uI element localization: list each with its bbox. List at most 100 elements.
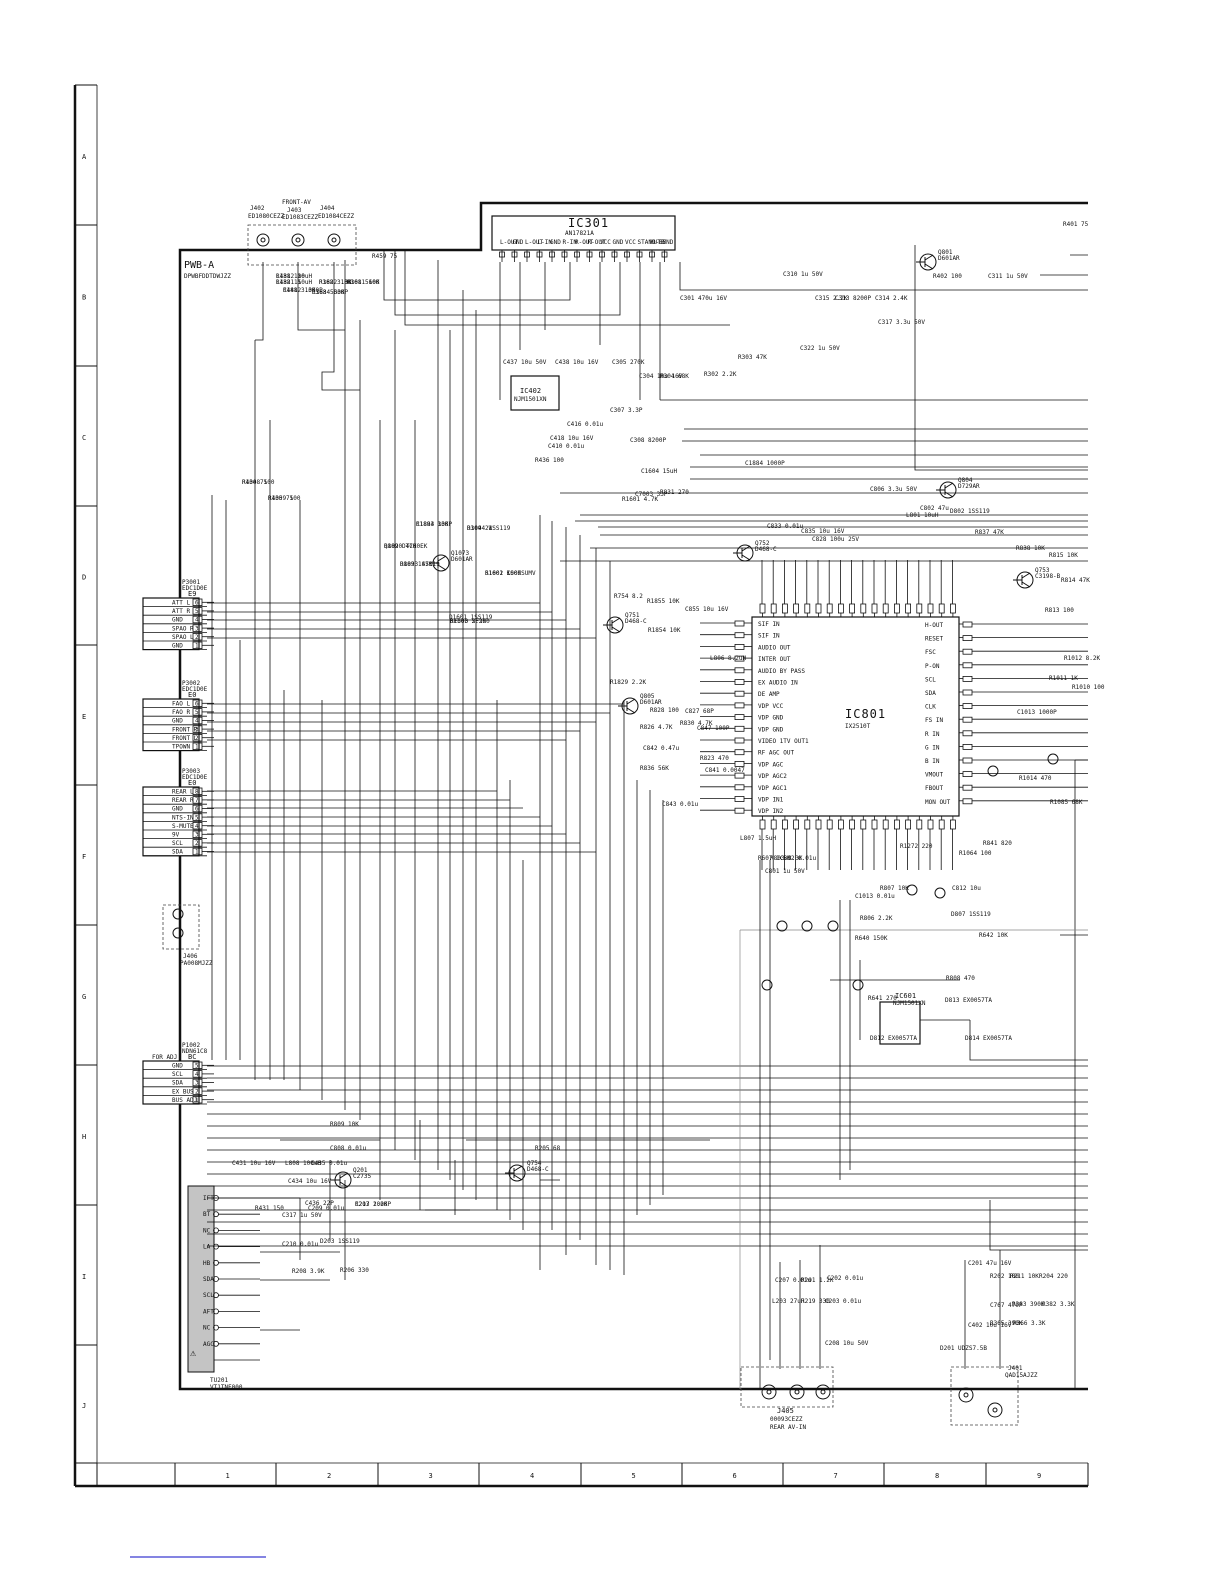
component-label: R1012 8.2K: [1064, 655, 1101, 662]
connector-pin-num: 6: [195, 806, 199, 813]
component-label: R401 75: [1063, 221, 1089, 228]
component-label: C311 1u 50V: [988, 273, 1028, 280]
ic801-left-pin: VIDEO 1TV OUT1: [758, 738, 809, 745]
connector-pin-label: FAO L: [172, 701, 190, 708]
component-label: R1882 100: [319, 279, 352, 286]
ic801-right-pin: CLK: [925, 704, 936, 711]
transistor-part: D468-C: [625, 618, 647, 625]
component-label: R361 560K: [347, 279, 380, 286]
component-label: C802 0.01u: [780, 855, 817, 862]
transistor-ref: Q754: [527, 1160, 542, 1167]
component-label: C842 0.47u: [643, 745, 680, 752]
grid-row-label: B: [82, 294, 86, 302]
grid-row-label: H: [82, 1133, 86, 1141]
connector-part: EDC1D0E: [182, 686, 208, 693]
ic801-left-pin: VDP GND: [758, 715, 784, 722]
ic801-left-pin: VDP GND: [758, 726, 784, 733]
component-label: R365 390K: [990, 1320, 1023, 1327]
component-label: R207 2.2K: [355, 1201, 388, 1208]
ic801-left-pin: SIF IN: [758, 621, 780, 628]
component-label: C808 0.01u: [330, 1145, 367, 1152]
j403-ref: J403: [287, 207, 302, 214]
connector-pin-label: ATT L: [172, 600, 190, 607]
j401: J401 QAD15AJZZ: [950, 1365, 1038, 1426]
ic801-right-pin: G IN: [925, 744, 940, 751]
grid-col-label: 4: [530, 1472, 534, 1480]
component-label: R1009 100: [268, 495, 301, 502]
transistor-ref: Q752: [755, 540, 770, 547]
ic801-left-pin: VDP IN2: [758, 808, 784, 815]
component-label: C833 0.01u: [767, 523, 804, 530]
ic402-ref: IC402: [520, 387, 541, 395]
component-label: C322 1u 50V: [800, 345, 840, 352]
component-label: C305 270K: [612, 359, 645, 366]
connector-pin-label: FRONT L: [172, 735, 198, 742]
component-label: R206 330: [340, 1267, 369, 1274]
tuner-pin-label: IFT: [203, 1195, 214, 1202]
ic301-pin-label: GND: [550, 239, 561, 246]
transistor-ref: Q804: [958, 477, 973, 484]
connector-pin-label: FAO R: [172, 709, 190, 716]
grid-col-label: 2: [327, 1472, 331, 1480]
component-label: C304 10u 16V: [639, 373, 683, 380]
component-label: C802 47u: [920, 505, 949, 512]
connector-pin-label: REAR R: [172, 797, 194, 804]
component-label: R219 330: [801, 1298, 830, 1305]
test-point-circle: [801, 920, 813, 932]
connector-pin-num: 6: [195, 600, 199, 607]
component-label: C209 0.01u: [308, 1205, 345, 1212]
component-label: R830 4.7K: [680, 720, 713, 727]
connector-pin-label: SCL: [172, 1071, 183, 1078]
connector-pin-num: 1: [195, 849, 199, 856]
component-label: R1011 1K: [1049, 675, 1078, 682]
component-label: SF300 SF300: [450, 618, 490, 625]
warning-triangle-icon: ⚠: [190, 1348, 197, 1359]
tuner-pin-label: AFT: [203, 1308, 214, 1315]
component-label: C1604 15uH: [641, 468, 678, 475]
component-label: R831 270: [660, 489, 689, 496]
ic801-right-pin: B IN: [925, 758, 940, 765]
component-label: R642 10K: [979, 932, 1008, 939]
connector-pin-num: 4: [195, 823, 199, 830]
ic301-pin-label: VCC: [600, 239, 611, 246]
tuner-pin-label: NC: [203, 1227, 211, 1234]
grid-row-label: A: [82, 153, 87, 161]
ic801-right-pin: RESET: [925, 636, 943, 643]
grid-row-label: F: [82, 853, 86, 861]
ic801-left-pin: VDP VCC: [758, 703, 784, 710]
component-label: R815 10K: [1049, 552, 1078, 559]
component-label: C308 8200P: [630, 437, 667, 444]
component-label: R828 100: [650, 707, 679, 714]
ic801-right-pin: SCL: [925, 676, 936, 683]
component-label: S1001 KS00SUMV: [485, 570, 536, 577]
ic801-ref: IC801: [845, 707, 886, 721]
connector-pin-num: 2: [195, 634, 199, 641]
connector-pin-num: 1: [195, 643, 199, 650]
component-label: R304 2W: [467, 525, 493, 532]
connector-pin-num: 3: [195, 832, 199, 839]
test-point-circle: [761, 979, 773, 991]
component-label: C310 1u 50V: [783, 271, 823, 278]
connector-pin-num: 4: [195, 718, 199, 725]
component-label: C434 10u 16V: [288, 1178, 332, 1185]
connector-pin-num: 2: [195, 735, 199, 742]
grid-row-label: I: [82, 1273, 86, 1281]
component-label: R837 47K: [975, 529, 1004, 536]
j406: J406 PA008MJZZ: [162, 904, 213, 967]
component-label: C843 0.01u: [662, 801, 699, 808]
connector-pin-num: 2: [195, 840, 199, 847]
grid-row-label: J: [82, 1402, 86, 1410]
component-label: R838 10K: [1016, 545, 1045, 552]
component-label: D813 EX0057TA: [945, 997, 992, 1004]
ic301-pin-label: VCC: [625, 239, 636, 246]
component-label: C410 0.01u: [548, 443, 585, 450]
tuner-pin-label: SCL: [203, 1292, 214, 1299]
connector-pin-label: FRONT R: [172, 726, 198, 733]
connector-pin-num: 4: [195, 1071, 199, 1078]
ic301-pin-label: R-IN: [563, 239, 578, 246]
component-label: R1603 2.2K: [450, 618, 487, 625]
